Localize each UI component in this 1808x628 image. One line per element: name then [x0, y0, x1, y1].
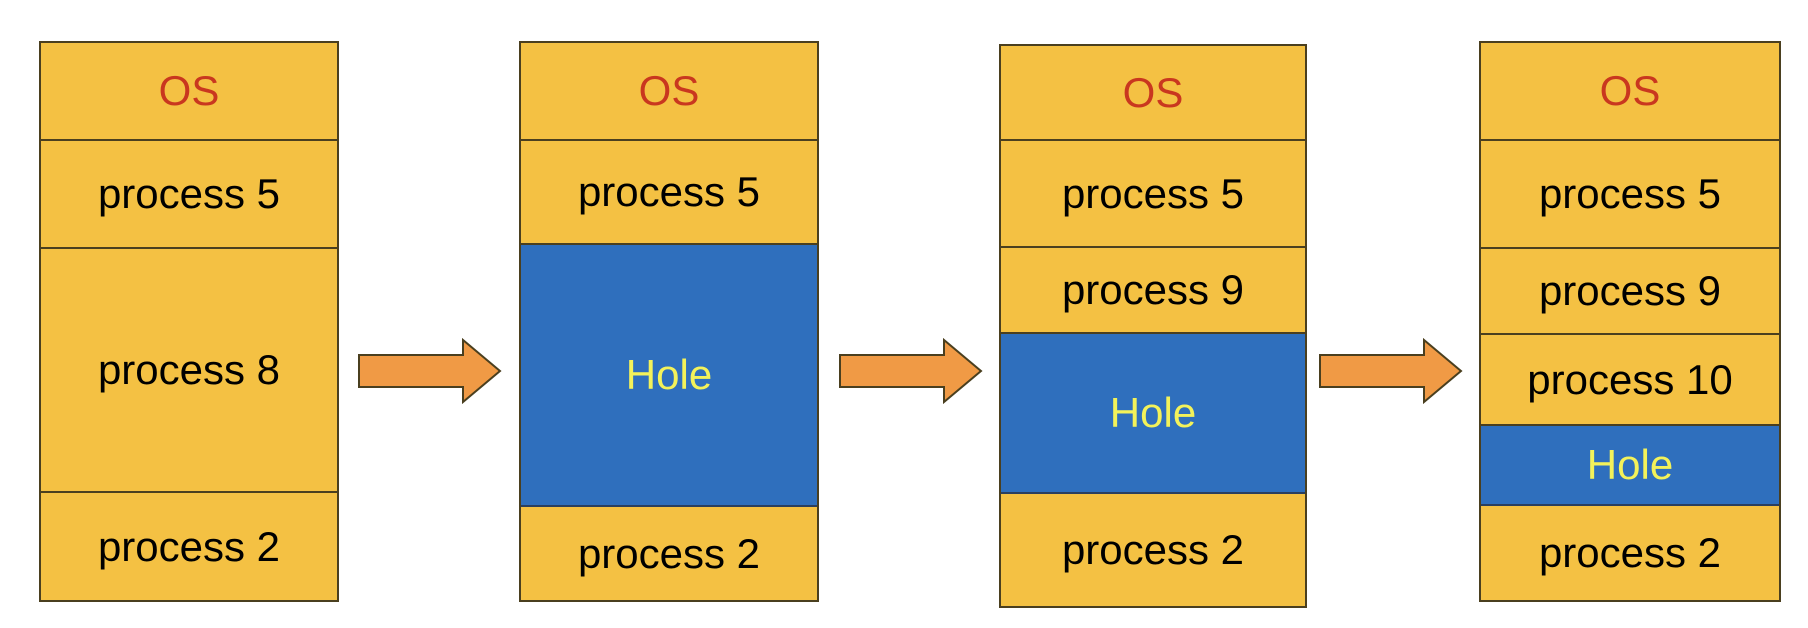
- block-label: process 10: [1527, 355, 1733, 403]
- process-block: process 2: [1481, 504, 1779, 600]
- process-block: process 2: [41, 491, 337, 600]
- block-label: process 5: [1061, 169, 1245, 217]
- block-label: OS: [1122, 68, 1184, 116]
- block-label: process 5: [97, 170, 281, 217]
- block-label: process 9: [1538, 267, 1722, 314]
- block-label: process 2: [1538, 529, 1722, 576]
- hole-block: Hole: [1481, 424, 1779, 504]
- os-block: OS: [521, 43, 817, 139]
- block-label: process 9: [1061, 266, 1245, 313]
- memory-column-4: OS process 5 process 9 process 10 Hole p…: [1479, 41, 1781, 602]
- hole-block: Hole: [1001, 332, 1305, 492]
- process-block: process 2: [521, 505, 817, 600]
- block-label: process 2: [97, 522, 281, 570]
- process-block: process 5: [1001, 139, 1305, 246]
- block-label: Hole: [1109, 389, 1197, 436]
- process-block: process 9: [1001, 246, 1305, 332]
- memory-column-1: OS process 5 process 8 process 2: [39, 41, 339, 602]
- block-label: process 5: [1538, 170, 1722, 217]
- process-block: process 9: [1481, 247, 1779, 333]
- block-label: process 5: [577, 168, 761, 215]
- block-label: OS: [158, 67, 220, 114]
- block-label: Hole: [625, 351, 713, 398]
- process-block: process 2: [1001, 492, 1305, 606]
- os-block: OS: [1001, 46, 1305, 139]
- block-label: process 2: [577, 529, 761, 577]
- right-arrow-icon: [1319, 338, 1463, 404]
- block-label: OS: [1599, 67, 1661, 114]
- memory-column-2: OS process 5 Hole process 2: [519, 41, 819, 602]
- process-block: process 8: [41, 247, 337, 491]
- os-block: OS: [41, 43, 337, 139]
- os-block: OS: [1481, 43, 1779, 139]
- right-arrow-icon: [839, 338, 983, 404]
- process-block: process 5: [521, 139, 817, 243]
- memory-column-3: OS process 5 process 9 Hole process 2: [999, 44, 1307, 608]
- process-block: process 5: [41, 139, 337, 247]
- process-block: process 10: [1481, 333, 1779, 424]
- process-block: process 5: [1481, 139, 1779, 247]
- block-label: OS: [638, 67, 700, 114]
- hole-block: Hole: [521, 243, 817, 505]
- block-label: process 2: [1061, 526, 1245, 573]
- right-arrow-icon: [358, 338, 502, 404]
- block-label: Hole: [1586, 441, 1674, 488]
- block-label: process 8: [97, 346, 281, 393]
